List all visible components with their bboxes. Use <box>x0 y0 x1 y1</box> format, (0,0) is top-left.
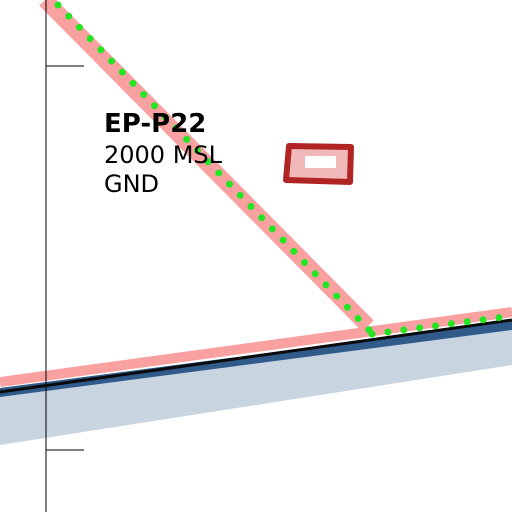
route-line-diagonal <box>54 1 376 337</box>
coastline <box>0 318 512 394</box>
airspace-lower-limit-label: GND <box>104 170 160 198</box>
airspace-name-label[interactable]: EP-P22 <box>104 109 207 139</box>
shore-band <box>0 321 512 397</box>
obstacle-square-icon[interactable] <box>283 143 354 185</box>
restricted-zone-boundary-coast <box>0 307 512 387</box>
water-area <box>0 330 512 445</box>
airspace-upper-limit-label: 2000 MSL <box>104 141 223 169</box>
